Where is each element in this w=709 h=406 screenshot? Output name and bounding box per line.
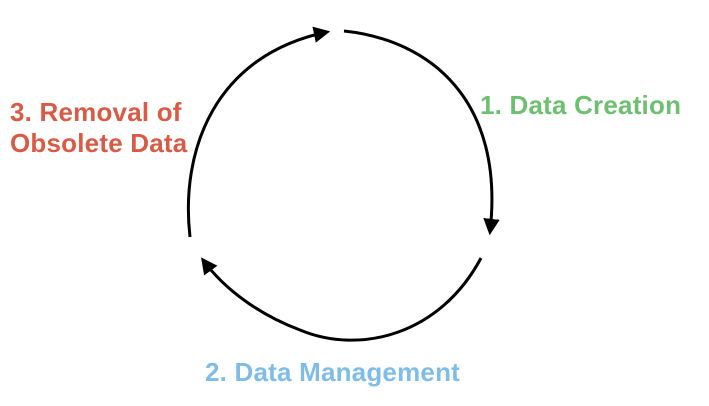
stage-label-line: Obsolete Data: [10, 128, 188, 158]
arrow-management: [201, 257, 483, 342]
arrow-removal: [186, 26, 331, 238]
stage-label-data-management: 2. Data Management: [205, 357, 460, 388]
stage-label-line: 2. Data Management: [205, 357, 461, 387]
stage-label-removal-obsolete-data: 3. Removal of Obsolete Data: [10, 97, 187, 159]
arrow-creation: [343, 29, 500, 236]
stage-label-line: 1. Data Creation: [480, 90, 682, 120]
stage-label-line: 3. Removal of: [10, 97, 182, 127]
stage-label-data-creation: 1. Data Creation: [480, 90, 681, 121]
